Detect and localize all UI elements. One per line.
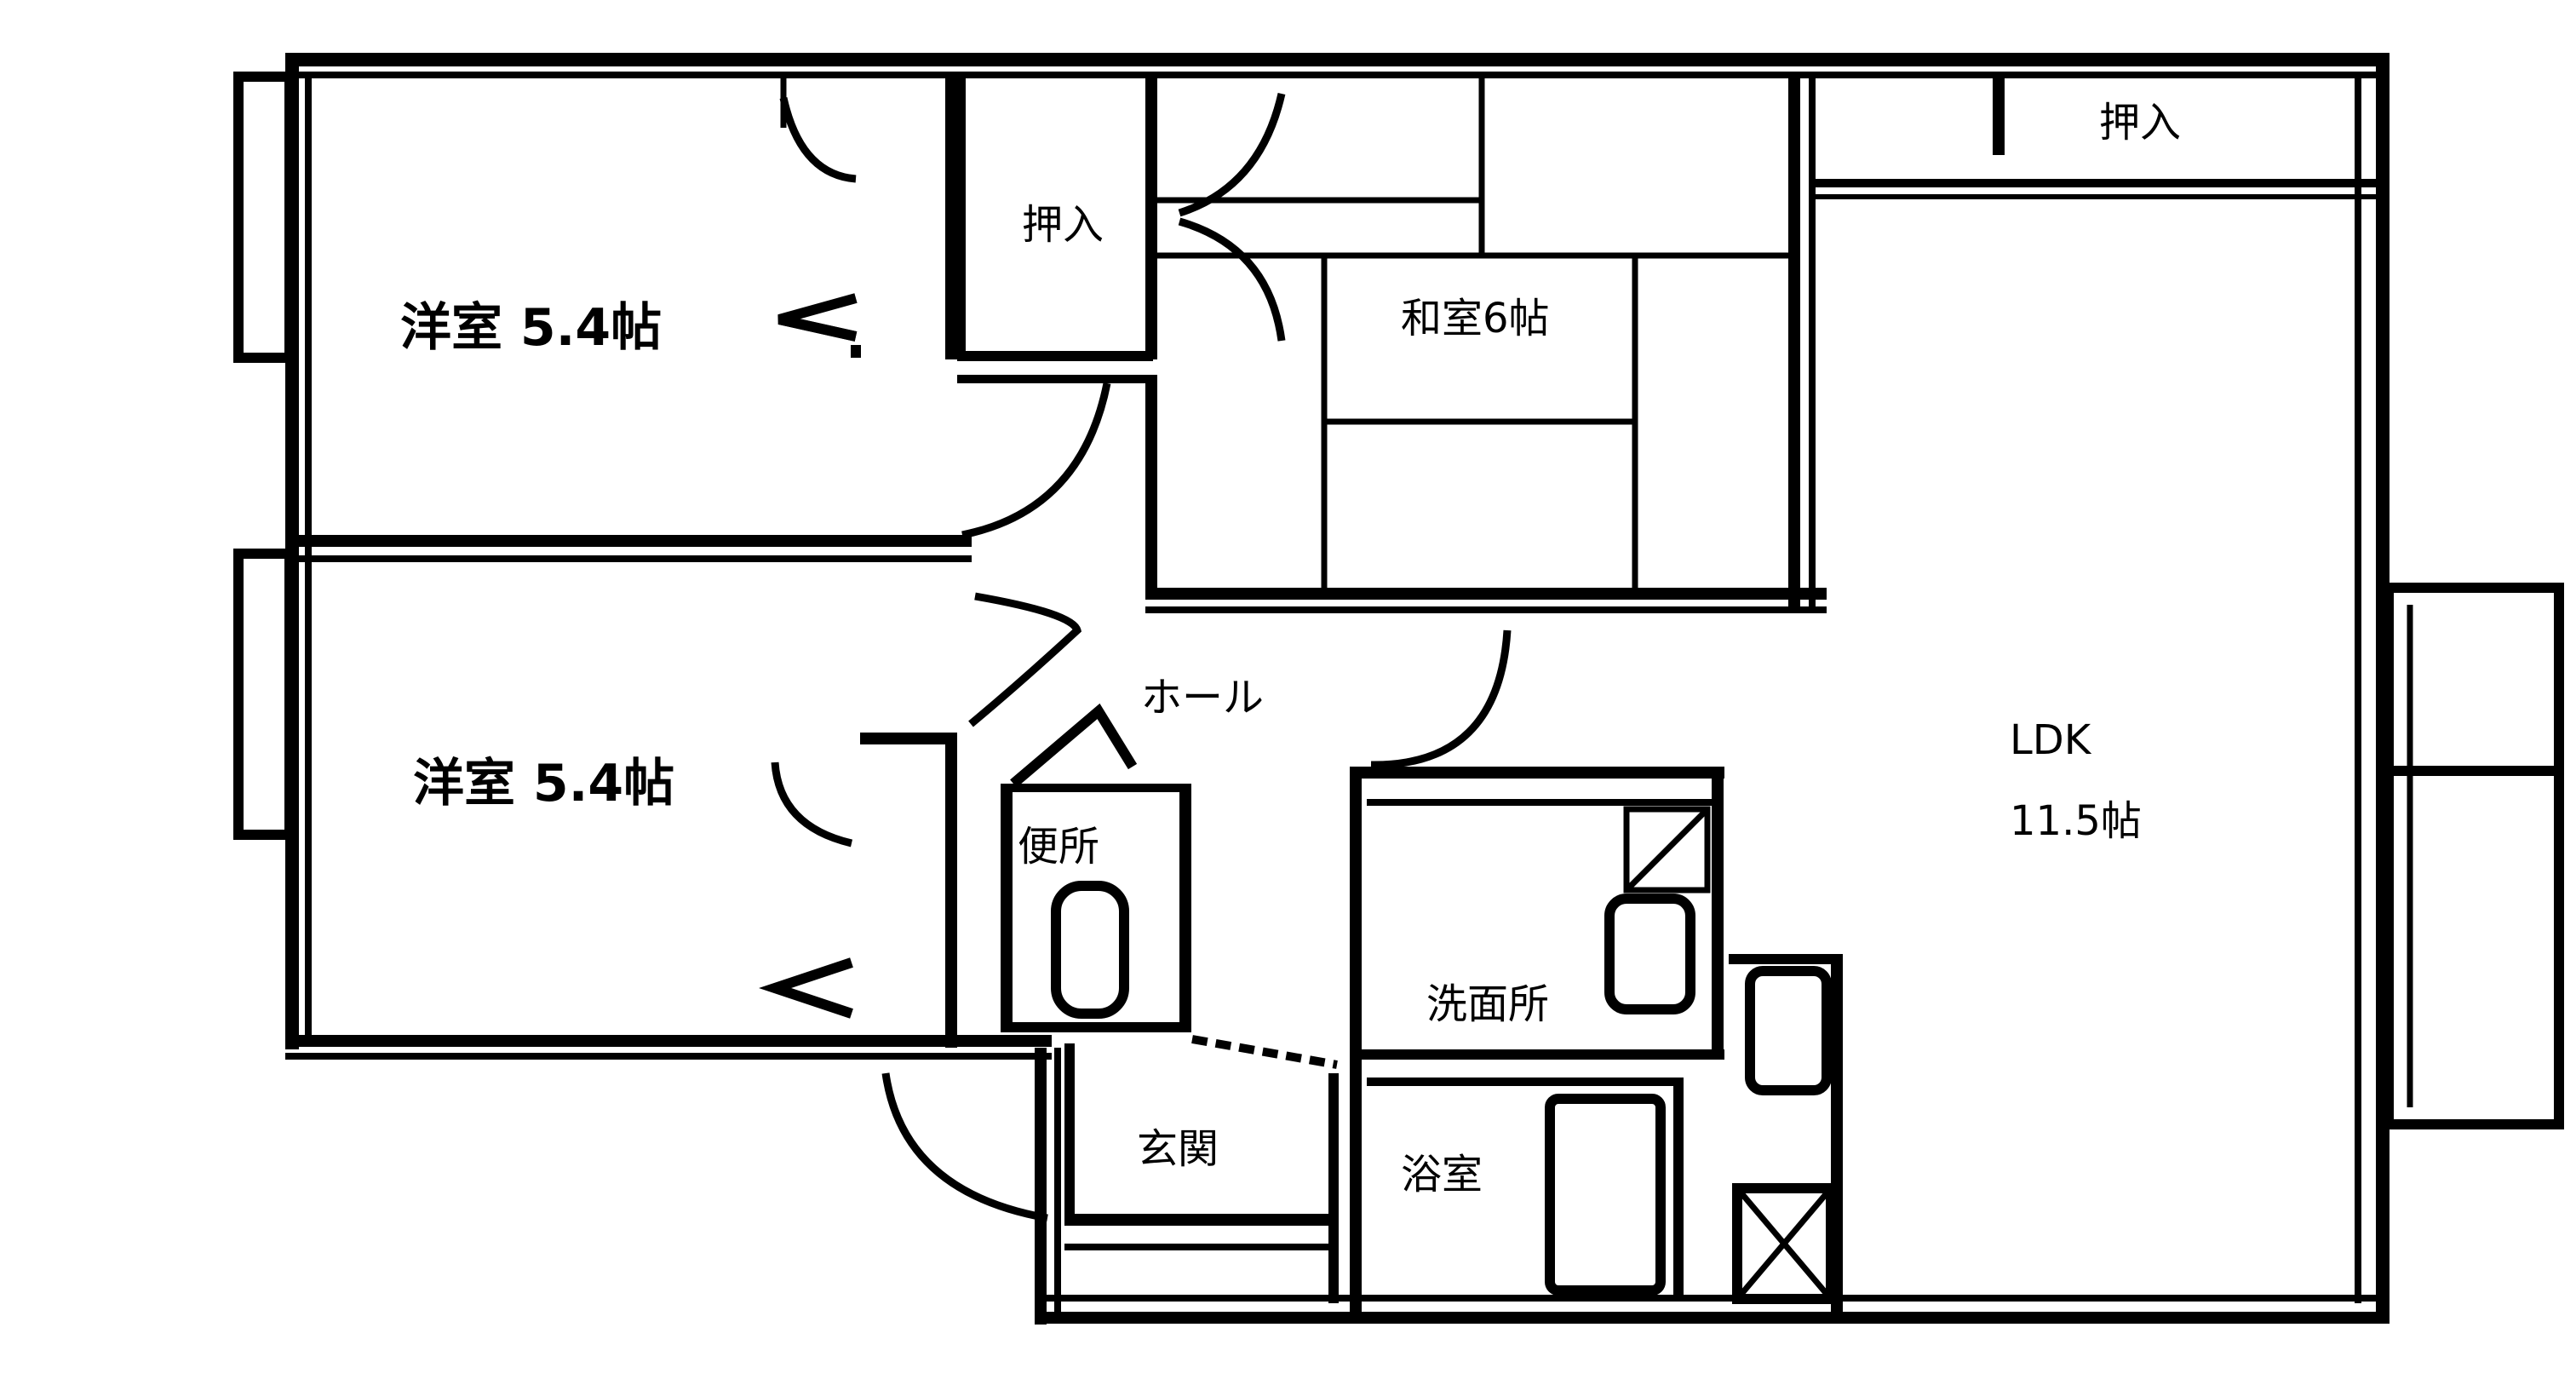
room-label-closet-center: 押入 [1022,201,1104,249]
bathtub-fixture [1545,1094,1666,1296]
room-label-ldk-size: 11.5帖 [2010,797,2142,845]
room-label-japanese: 和室6帖 [1401,295,1550,342]
room-label-hall: ホール [1141,674,1264,721]
laundry-drain-fixture [1732,1183,1836,1304]
room-labels: 洋室 5.4帖 洋室 5.4帖 押入 押入 和室6帖 ホール 便所 洗面所 玄関… [400,99,2181,1198]
window-bays [233,72,2564,1129]
room-label-bathroom: 浴室 [1401,1151,1483,1198]
tatami-lines [1157,78,1788,588]
room-label-washroom: 洗面所 [1426,980,1549,1028]
interior-walls [299,78,2378,1312]
room-label-western-lower: 洋室 5.4帖 [413,754,674,813]
kitchen-sink-fixture [1745,966,1832,1095]
washbasin-fixture [1604,894,1695,1014]
door-swings [759,78,1512,1222]
room-label-closet-right: 押入 [2099,99,2181,147]
toilet-fixture [1051,881,1129,1019]
room-label-ldk-name: LDK [2010,716,2092,764]
room-label-toilet: 便所 [1018,823,1099,871]
room-label-entrance: 玄関 [1137,1125,1219,1173]
entrance-step [1191,1035,1338,1069]
room-label-western-upper: 洋室 5.4帖 [400,298,662,358]
fixtures [1051,806,1836,1304]
